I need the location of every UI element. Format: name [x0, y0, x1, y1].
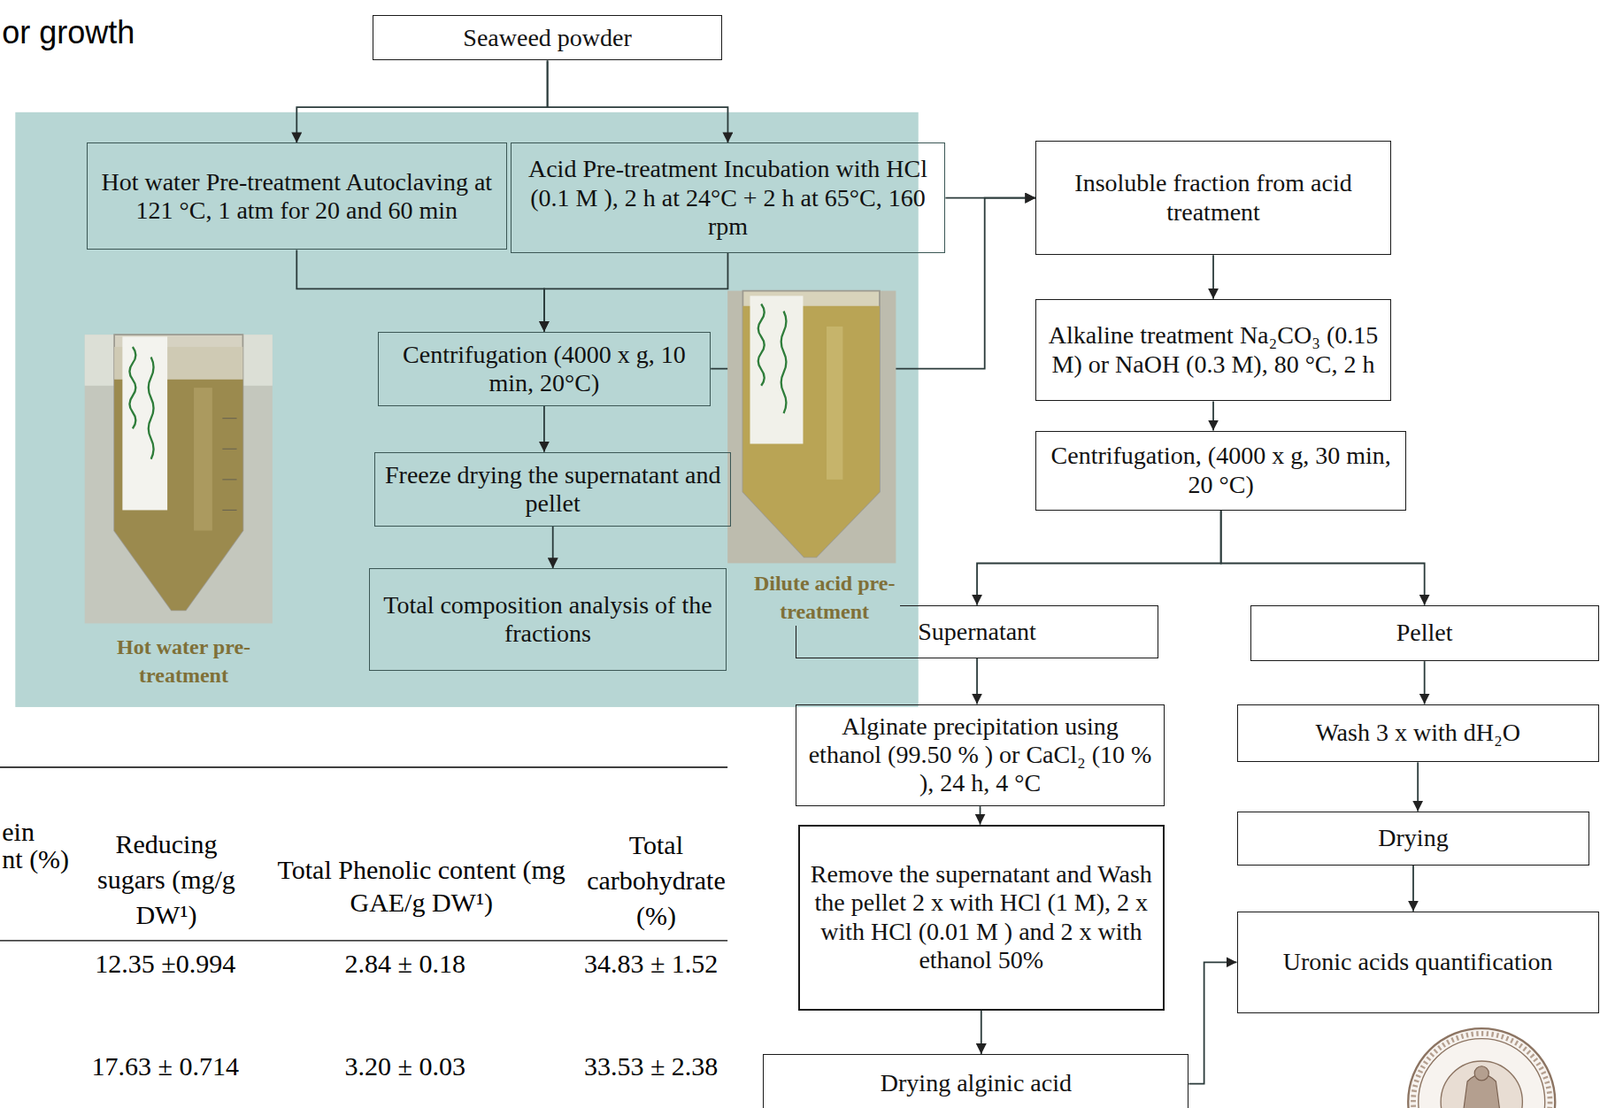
- seal-ring: [1407, 1028, 1555, 1108]
- flow-arrow: [976, 510, 1222, 606]
- photo-caption: Hot water pre-treatment: [107, 632, 260, 690]
- process-box: Wash 3 x with dH₂O: [1237, 704, 1600, 763]
- flow-arrow: [1188, 961, 1237, 1084]
- flow-arrow: [976, 658, 978, 705]
- start-box: Seaweed powder: [372, 15, 724, 61]
- process-box: Centrifugation, (4000 x g, 30 min, 20 °C…: [1035, 430, 1407, 511]
- table-rule: [0, 939, 728, 941]
- flow-arrow: [979, 806, 982, 825]
- tube-highlight: [193, 387, 213, 531]
- box-text: Wash 3 x with dH₂O: [1315, 718, 1521, 747]
- university-seal: [1407, 1028, 1555, 1108]
- table-cell: 17.63 ± 0.714: [62, 1050, 268, 1083]
- seal-centre: [1440, 1061, 1523, 1108]
- graduation-mark: [222, 448, 237, 450]
- process-box: Drying: [1237, 811, 1591, 866]
- handwriting-scribble: [129, 346, 154, 460]
- flow-arrow: [1221, 510, 1425, 606]
- box-text: Hot water Pre-treatment Autoclaving at 1…: [96, 168, 498, 225]
- box-text: Uronic acids quantification: [1283, 947, 1554, 977]
- box-text: Insoluble fraction from acid treatment: [1045, 169, 1381, 226]
- graduation-mark: [222, 417, 237, 419]
- box-text: Total composition analysis of the fracti…: [378, 591, 716, 648]
- tube: [742, 291, 880, 558]
- seal-figure: [1474, 1066, 1489, 1081]
- process-box: Insoluble fraction from acid treatment: [1035, 140, 1391, 255]
- graduation-mark: [222, 478, 237, 480]
- flow-arrow: [1412, 865, 1415, 912]
- flow-arrow: [1416, 761, 1419, 811]
- table-header: nt (%): [1, 845, 94, 874]
- process-box: Uronic acids quantification: [1237, 911, 1600, 1014]
- process-box: Hot water Pre-treatment Autoclaving at 1…: [86, 142, 508, 250]
- flow-arrow: [296, 60, 547, 143]
- table-cell: 34.83 ± 1.52: [548, 947, 754, 980]
- box-text: Supernatant: [917, 617, 1037, 647]
- process-box: Alginate precipitation using ethanol (99…: [795, 704, 1164, 808]
- process-box: Total composition analysis of the fracti…: [369, 568, 726, 670]
- table-cell: 2.84 ± 0.18: [302, 947, 508, 980]
- box-text: Pellet: [1396, 618, 1454, 647]
- flow-arrow: [547, 60, 729, 143]
- tube-photo: [727, 291, 896, 564]
- table-header: Reducing sugars (mg/g DW¹): [89, 826, 243, 933]
- table-header: ein: [1, 817, 74, 847]
- box-text: Freeze drying the supernatant and pellet: [384, 461, 722, 518]
- photo-ground: [727, 291, 896, 564]
- table-header: Total Phenolic content (mg GAE/g DW¹): [273, 853, 570, 919]
- photo-caption: Dilute acid pre-treatment: [748, 569, 900, 626]
- table-rule: [0, 766, 728, 768]
- process-box: Alkaline treatment Na₂CO₃ (0.15 M) or Na…: [1035, 299, 1391, 402]
- process-box: Drying alginic acid: [762, 1053, 1189, 1108]
- box-text: Drying alginic acid: [880, 1069, 1072, 1098]
- box-text: Acid Pre-treatment Incubation with HCl (…: [520, 154, 937, 241]
- title-fragment: or growth: [1, 14, 227, 52]
- box-text: Remove the supernatant and Wash the pell…: [808, 860, 1154, 975]
- flow-arrow: [296, 249, 545, 331]
- handwriting-scribble: [758, 304, 787, 414]
- box-text: Drying: [1377, 823, 1448, 853]
- graduation-mark: [222, 509, 237, 511]
- tube-label: [750, 295, 804, 444]
- tube-photo: [84, 334, 273, 624]
- flow-arrow: [543, 406, 546, 453]
- flow-arrow: [552, 526, 554, 569]
- tube-highlight: [826, 326, 843, 480]
- box-text: Alginate precipitation using ethanol (99…: [805, 712, 1154, 799]
- table-cell: 3.20 ± 0.03: [302, 1050, 508, 1083]
- process-box: Freeze drying the supernatant and pellet: [374, 452, 731, 527]
- flow-arrow: [1212, 400, 1215, 431]
- box-text: Alkaline treatment Na₂CO₃ (0.15 M) or Na…: [1045, 321, 1381, 378]
- table-cell: 33.53 ± 2.38: [548, 1050, 754, 1083]
- flow-arrow: [980, 1010, 983, 1055]
- photo-ground: [84, 334, 273, 624]
- table-cell: 12.35 ±0.994: [62, 947, 268, 980]
- process-box: Remove the supernatant and Wash the pell…: [798, 824, 1165, 1011]
- box-text: Centrifugation, (4000 x g, 30 min, 20 °C…: [1045, 441, 1397, 499]
- tube-label: [122, 336, 168, 510]
- flow-arrow: [1423, 661, 1426, 704]
- process-box: Acid Pre-treatment Incubation with HCl (…: [510, 142, 947, 254]
- flow-arrow: [1212, 254, 1215, 300]
- box-text: Centrifugation (4000 x g, 10 min, 20°C): [387, 340, 702, 398]
- seal-lettering: [1413, 1033, 1551, 1108]
- tube: [114, 334, 243, 610]
- process-box: Pellet: [1250, 605, 1600, 662]
- table-header: Total carbohydrate (%): [579, 827, 733, 934]
- box-text: Seaweed powder: [462, 23, 631, 53]
- process-box: Centrifugation (4000 x g, 10 min, 20°C): [377, 331, 712, 407]
- flow-arrow: [544, 253, 729, 332]
